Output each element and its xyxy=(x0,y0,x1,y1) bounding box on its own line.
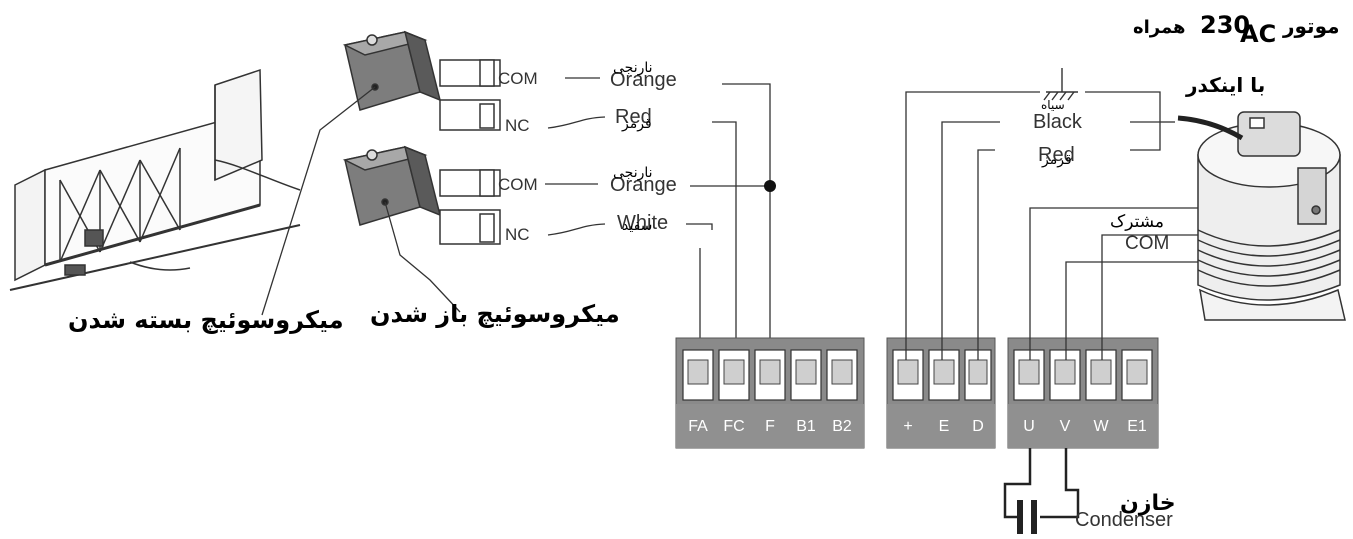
switch-top-com-label: COM xyxy=(498,69,538,88)
wire-red-1: Red xyxy=(615,106,652,128)
terminal-e: E xyxy=(939,418,950,435)
caption-close-microswitch: میکروسوئیچ بسته شدن xyxy=(68,306,344,334)
terminal-b2: B2 xyxy=(832,418,852,435)
switch-top-nc-label: NC xyxy=(505,116,530,135)
wire-red-1-fa: قرمز xyxy=(621,116,652,132)
title-voltage: 230 xyxy=(1200,11,1250,39)
terminal-v: V xyxy=(1060,418,1071,435)
terminal-d: D xyxy=(972,418,984,435)
wire-orange-1: Orange xyxy=(610,69,677,91)
wire-orange-1-fa: نارنجی xyxy=(613,60,653,76)
encoder-wire-black: Black xyxy=(1033,111,1083,133)
terminal-fc: FC xyxy=(723,418,744,435)
wire-white-fa: سفید xyxy=(622,218,652,234)
title-motor: موتور xyxy=(1282,14,1339,38)
motor-with-encoder-illustration xyxy=(1177,111,1346,321)
encoder-wire-red: Red xyxy=(1038,144,1075,166)
caption-open-microswitch: میکروسوئیچ باز شدن xyxy=(370,300,620,328)
ground-icon xyxy=(1043,68,1078,101)
title-with: همراه xyxy=(1133,17,1186,38)
terminal-plus: + xyxy=(903,418,912,435)
junction-dot xyxy=(764,180,776,192)
microswitch-bottom xyxy=(342,145,501,245)
encoder-wire-black-fa: سیاه xyxy=(1041,98,1065,112)
terminal-e1: E1 xyxy=(1127,418,1147,435)
wire-white: White xyxy=(617,212,668,234)
wire-orange-2: Orange xyxy=(610,174,677,196)
title-line2: با اینکدر xyxy=(1185,73,1265,97)
terminal-fa: FA xyxy=(688,418,708,435)
terminal-u: U xyxy=(1023,418,1035,435)
terminal-w: W xyxy=(1093,418,1109,435)
encoder-wire-red-fa: قرمز xyxy=(1041,152,1072,168)
sliding-gate-illustration xyxy=(9,68,301,291)
motor-com-label: COM xyxy=(1125,233,1169,254)
switch-bottom-com-label: COM xyxy=(498,175,538,194)
motor-com-fa: مشترک xyxy=(1110,212,1164,232)
wire-orange-2-fa: نارنجی xyxy=(613,165,653,181)
capacitor-label: Condenser xyxy=(1075,509,1173,531)
switch-bottom-nc-label: NC xyxy=(505,225,530,244)
microswitch-top xyxy=(342,30,501,131)
capacitor-label-fa: خازن xyxy=(1120,491,1176,516)
terminal-b1: B1 xyxy=(796,418,816,435)
capacitor xyxy=(1003,448,1080,534)
title-ac: AC xyxy=(1240,20,1276,48)
terminal-f: F xyxy=(765,418,775,435)
